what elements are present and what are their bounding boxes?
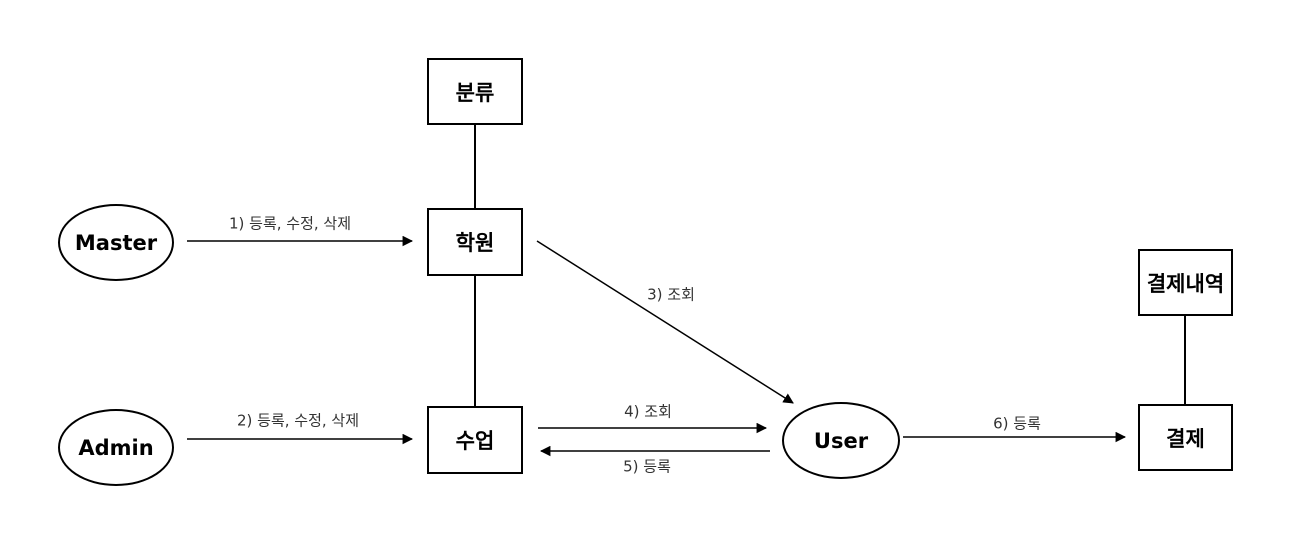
node-sueop: 수업	[427, 406, 523, 474]
node-hakwon: 학원	[427, 208, 523, 276]
edge-label-user-to-gyeolje: 6) 등록	[993, 414, 1041, 433]
edge-hakwon-to-user	[536, 240, 794, 404]
node-master: Master	[58, 204, 174, 281]
node-bunryu: 분류	[427, 58, 523, 125]
edge-label-admin-to-sueop: 2) 등록, 수정, 삭제	[236, 411, 360, 430]
node-gyeoljenaeyeok: 결제내역	[1138, 249, 1233, 316]
edge-label-master-to-hakwon: 1) 등록, 수정, 삭제	[228, 214, 352, 233]
edge-label-hakwon-to-user: 3) 조회	[647, 285, 695, 304]
node-admin: Admin	[58, 409, 174, 486]
edge-label-sueop-to-user: 4) 조회	[624, 402, 672, 421]
node-gyeolje: 결제	[1138, 404, 1233, 471]
edge-label-user-to-sueop: 5) 등록	[623, 457, 671, 476]
node-user: User	[782, 402, 900, 479]
